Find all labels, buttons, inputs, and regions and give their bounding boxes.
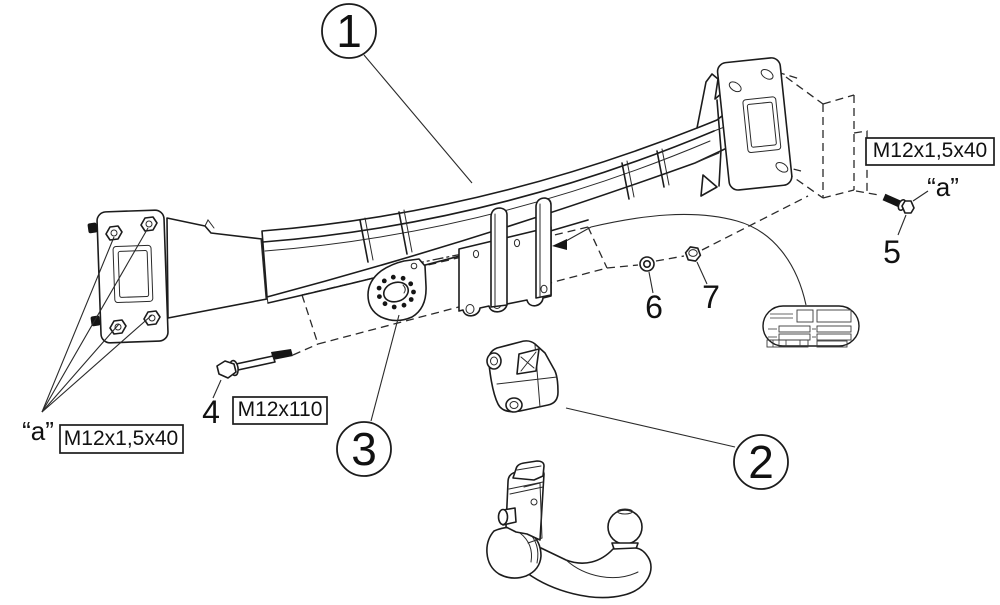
callout-3: 3 (336, 421, 392, 477)
bolt-head (143, 310, 161, 326)
bolt-head (105, 225, 123, 241)
towball-neck (526, 547, 652, 599)
part-number-5: 5 (883, 234, 901, 270)
short-bolt-m12x40 (882, 193, 915, 214)
part-number-3: 3 (351, 423, 377, 475)
svg-text:M12x110: M12x110 (238, 398, 323, 421)
part-number-6: 6 (645, 289, 663, 325)
callout-2: 2 (733, 434, 789, 490)
spec-label-left: M12x1,5x40 (59, 424, 184, 454)
part-number-4: 4 (202, 394, 220, 430)
towball-release-pin (497, 508, 509, 526)
svg-text:M12x1,5x40: M12x1,5x40 (873, 139, 987, 162)
long-bolt-m12x110 (216, 349, 293, 379)
location-arrow-icon (552, 239, 567, 250)
perforation-holes (376, 274, 416, 310)
part-number-2: 2 (748, 436, 774, 488)
receiver-bracket (486, 340, 559, 413)
towball-lock-cap (512, 460, 545, 481)
part-number-7: 7 (702, 279, 720, 315)
center-mounting-bracket (458, 197, 552, 317)
type-plate (762, 305, 860, 348)
nut (684, 246, 702, 262)
spec-label-right: M12x1,5x40 (865, 137, 995, 166)
ref-a-right: “a” (927, 172, 959, 202)
left-end-plate (96, 209, 169, 344)
type-plate-leader (590, 213, 807, 306)
svg-text:M12x1,5x40: M12x1,5x40 (64, 427, 178, 450)
ref-a-left: “a” (22, 416, 54, 446)
callout-1: 1 (321, 3, 377, 59)
bracket-tab (535, 197, 552, 299)
perforated-plate (367, 258, 427, 322)
spec-label-m12x110: M12x110 (232, 396, 328, 425)
leader-lines (41, 54, 929, 448)
towball-ball (607, 509, 643, 545)
detachable-towball (486, 460, 652, 599)
right-end-plate (716, 57, 793, 191)
washer (639, 256, 655, 272)
bracket-tab (490, 207, 508, 308)
crossbeam-left-arm (166, 217, 268, 319)
part-number-1: 1 (336, 5, 362, 57)
bolt-head (140, 216, 158, 232)
crossbeam (166, 73, 728, 319)
